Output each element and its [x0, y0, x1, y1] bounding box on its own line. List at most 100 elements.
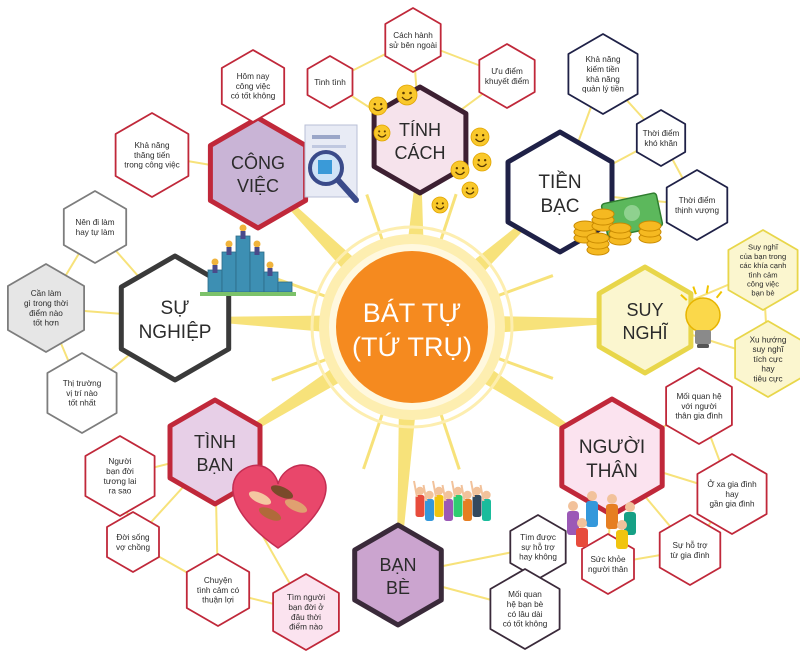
sub-node-text: Mối quan	[508, 590, 542, 599]
main-node-hexagon	[371, 84, 469, 196]
sub-node-hexagon	[106, 511, 160, 573]
family-icon	[567, 491, 636, 549]
sub-node-text: Khả năng	[134, 141, 170, 150]
main-node-label: BẠN	[196, 455, 233, 475]
sub-node-text: của bạn trong	[740, 252, 786, 261]
sub-node-text: vợ chồng	[116, 543, 150, 552]
sub-node-hexagon	[567, 33, 639, 115]
sub-node-text: tương lai	[104, 477, 137, 486]
sub-node-hexagon	[185, 553, 251, 627]
money-stack-icon	[573, 192, 664, 256]
sub-node-hexagon	[46, 352, 118, 434]
main-node-label: NGHĨ	[623, 322, 669, 343]
sub-node-hexagon	[665, 367, 733, 445]
sub-node-text: điểm nào	[289, 622, 323, 632]
sub-node-hexagon	[7, 263, 85, 353]
main-node-label: SUY	[626, 300, 663, 320]
sub-node-text: thịnh vượng	[675, 206, 720, 215]
sub-node-text: điểm nào	[29, 308, 63, 318]
friends-group-icon	[413, 480, 491, 521]
career-climb-icon	[200, 224, 296, 296]
sub-node-text: người thân	[588, 565, 628, 574]
main-node-label: CÔNG	[231, 152, 285, 173]
main-node-label: TÍNH	[399, 120, 441, 140]
sub-node-hexagon	[220, 49, 286, 123]
main-node-label: NGƯỜI	[579, 436, 645, 458]
sub-node-text: bạn đời	[106, 467, 134, 476]
center-node: BÁT TỰ(TỨ TRỤ)	[310, 225, 514, 429]
sub-node-text: Người	[108, 457, 131, 466]
sun-halo-outer	[310, 225, 514, 429]
main-node-label: THÂN	[586, 460, 638, 482]
sub-node-text: công việc	[236, 82, 271, 91]
sub-node-text: Nên đi làm	[75, 218, 114, 227]
sub-node-text: Thời điểm	[643, 128, 680, 138]
sub-node-text: khả năng	[586, 75, 620, 84]
main-node-label: BẠN	[379, 555, 416, 575]
sub-node-text: tình cảm có	[197, 586, 240, 595]
sub-node-text: sử bên ngoài	[389, 41, 437, 50]
sub-node-text: tình cảm	[748, 270, 777, 279]
sub-node-text: hay tự làm	[76, 228, 115, 237]
sub-node-text: khó khăn	[644, 139, 678, 148]
sub-node-text: thăng tiến	[134, 151, 170, 160]
sub-node-hexagon	[734, 320, 800, 398]
sub-node-text: khuyết điểm	[485, 76, 529, 86]
sun-ray	[481, 315, 614, 334]
sub-node-text: bạn bè	[751, 289, 774, 298]
sub-node-hexagon	[727, 229, 799, 311]
sub-node-text: vị trí nào	[66, 389, 98, 398]
sub-node-text: kiếm tiền	[587, 65, 620, 74]
sub-node-text: có lâu dài	[507, 610, 542, 619]
sub-node-text: từ gia đình	[670, 551, 710, 560]
sub-node-hexagon	[658, 514, 722, 586]
sub-node-text: sự hỗ trợ	[521, 542, 555, 552]
sub-node-text: Sức khỏe	[590, 555, 626, 564]
sub-node-text: Suy nghĩ	[748, 243, 779, 252]
sub-node-text: hay	[725, 490, 739, 499]
main-node-hexagon	[207, 115, 309, 231]
sub-node-text: Sự hỗ trợ	[673, 540, 709, 550]
sun-ray	[397, 396, 418, 546]
center-subtitle: (TỨ TRỤ)	[352, 331, 472, 362]
smiley-icon	[373, 124, 391, 142]
sub-node-text: có tốt không	[503, 620, 548, 629]
sub-node-hexagon	[62, 190, 128, 264]
smiley-icon	[450, 160, 470, 180]
sun-ray	[239, 356, 358, 438]
heart-hands-icon	[232, 464, 327, 549]
sub-node-text: suy nghĩ	[753, 345, 785, 354]
sub-node-text: Tinh tình	[314, 78, 346, 87]
main-node-label: VIỆC	[237, 176, 279, 196]
sub-node-hexagon	[635, 109, 687, 167]
sub-node-text: tốt hơn	[33, 319, 59, 328]
sub-node-text: gần gia đình	[709, 500, 755, 509]
sub-node-text: Ở xa gia đình	[707, 478, 757, 489]
sun-ray	[465, 357, 585, 441]
sub-node-hexagon	[272, 573, 340, 651]
sub-node-text: Tìm được	[520, 533, 556, 542]
lightbulb-icon	[680, 285, 723, 348]
center-title: BÁT TỰ	[363, 298, 462, 328]
sub-node-hexagon	[665, 169, 729, 241]
sub-node-text: trong công việc	[124, 161, 180, 170]
sub-node-text: hay	[761, 365, 775, 374]
main-node-label: TIỀN	[538, 171, 581, 193]
